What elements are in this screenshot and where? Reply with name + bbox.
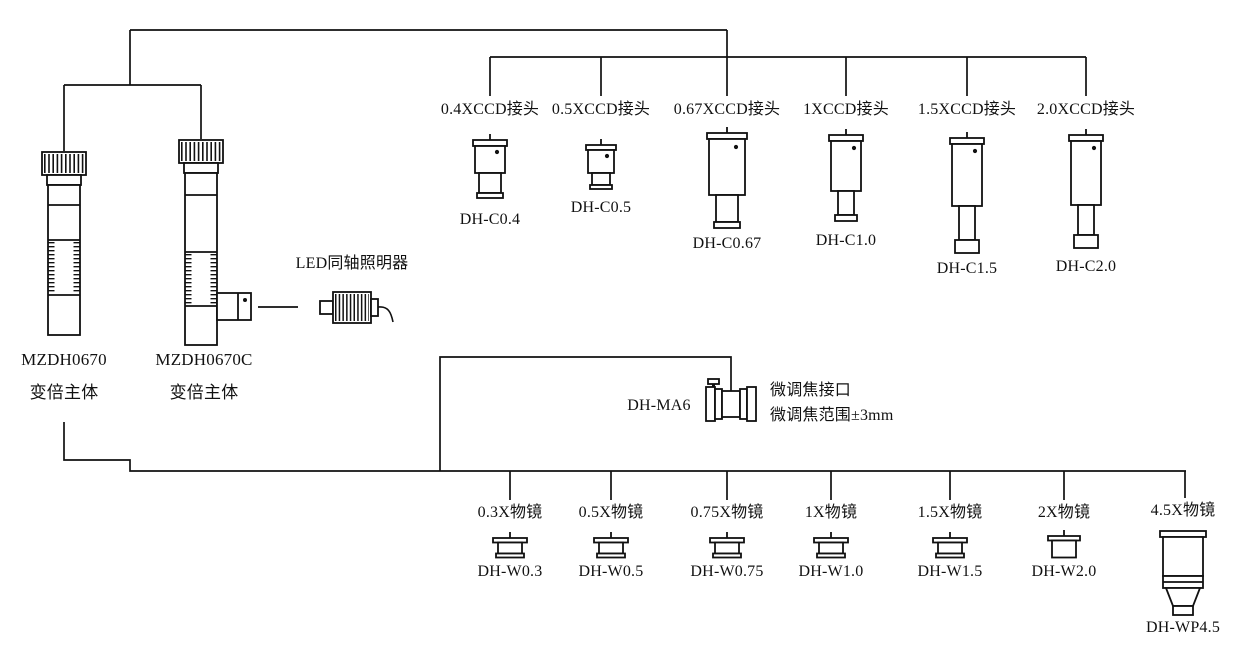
objective-name-label: 4.5X物镜 xyxy=(1150,502,1216,519)
zoom-body-model-label: MZDH0670C xyxy=(155,350,253,369)
objective-model-label: DH-W0.3 xyxy=(477,563,543,580)
ccd-adapter-model-label: DH-C0.67 xyxy=(692,235,762,252)
fine-focus-adapter-figure xyxy=(705,378,757,422)
led-illuminator-label: LED同轴照明器 xyxy=(295,255,409,272)
zoom-body-type-label: 变倍主体 xyxy=(29,383,99,402)
ccd-adapter-name-label: 0.67XCCD接头 xyxy=(673,101,781,118)
zoom-body-model-label: MZDH0670 xyxy=(21,350,107,369)
top-connector-lines xyxy=(63,29,1087,151)
ccd-adapter-model-label: DH-C2.0 xyxy=(1055,258,1117,275)
ccd-adapter-name-label: 2.0XCCD接头 xyxy=(1036,101,1136,118)
zoom-body-mzdh0670c-figure xyxy=(178,139,252,346)
objective-name-label: 1.5X物镜 xyxy=(917,504,983,521)
objective-figure-0-3x xyxy=(492,532,528,559)
fine-focus-model-label: DH-MA6 xyxy=(627,397,691,414)
objective-figure-0-75x xyxy=(709,532,745,559)
objective-model-label: DH-W1.5 xyxy=(917,563,983,580)
fine-focus-desc-line1: 微调焦接口 xyxy=(770,382,852,399)
ccd-adapter-figure-1x xyxy=(828,129,864,222)
bottom-connector-lines xyxy=(63,356,1186,500)
objective-model-label: DH-W0.5 xyxy=(578,563,644,580)
ccd-adapter-name-label: 0.5XCCD接头 xyxy=(551,101,651,118)
ccd-adapter-model-label: DH-C1.5 xyxy=(936,260,998,277)
ccd-adapter-figure-2-0x xyxy=(1068,129,1104,249)
ccd-adapter-model-label: DH-C0.5 xyxy=(570,199,632,216)
objective-figure-0-5x xyxy=(593,532,629,559)
coaxial-port-figure xyxy=(216,292,252,321)
zoom-body-mzdh0670-figure xyxy=(41,151,87,336)
ccd-adapter-model-label: DH-C1.0 xyxy=(815,232,877,249)
led-wire xyxy=(377,306,394,323)
ccd-adapter-figure-0-67x xyxy=(706,127,748,229)
objective-model-label: DH-WP4.5 xyxy=(1145,619,1221,636)
objective-name-label: 0.5X物镜 xyxy=(578,504,644,521)
ccd-adapter-figure-1-5x xyxy=(949,132,985,254)
ccd-adapter-name-label: 0.4XCCD接头 xyxy=(440,101,540,118)
ccd-adapter-figure-0-4x xyxy=(472,134,508,199)
zoom-body-type-label: 变倍主体 xyxy=(169,383,239,402)
objective-model-label: DH-W0.75 xyxy=(690,563,764,580)
objective-name-label: 1X物镜 xyxy=(804,504,858,521)
ccd-adapter-name-label: 1XCCD接头 xyxy=(803,101,889,118)
objective-figure-2x xyxy=(1047,530,1081,559)
ccd-adapter-model-label: DH-C0.4 xyxy=(459,211,521,228)
led-illuminator-figure xyxy=(319,291,394,324)
objective-figure-4-5x xyxy=(1159,530,1207,616)
fine-focus-desc-line2: 微调焦范围±3mm xyxy=(770,407,894,424)
connector-tree xyxy=(63,29,1186,500)
objective-name-label: 0.3X物镜 xyxy=(477,504,543,521)
objective-model-label: DH-W2.0 xyxy=(1031,563,1097,580)
objective-name-label: 2X物镜 xyxy=(1037,504,1091,521)
objective-figure-1-5x xyxy=(932,532,968,559)
objective-model-label: DH-W1.0 xyxy=(798,563,864,580)
objective-name-label: 0.75X物镜 xyxy=(690,504,764,521)
objective-figure-1x xyxy=(813,532,849,559)
ccd-adapter-name-label: 1.5XCCD接头 xyxy=(917,101,1017,118)
ccd-adapter-figure-0-5x xyxy=(585,139,617,190)
